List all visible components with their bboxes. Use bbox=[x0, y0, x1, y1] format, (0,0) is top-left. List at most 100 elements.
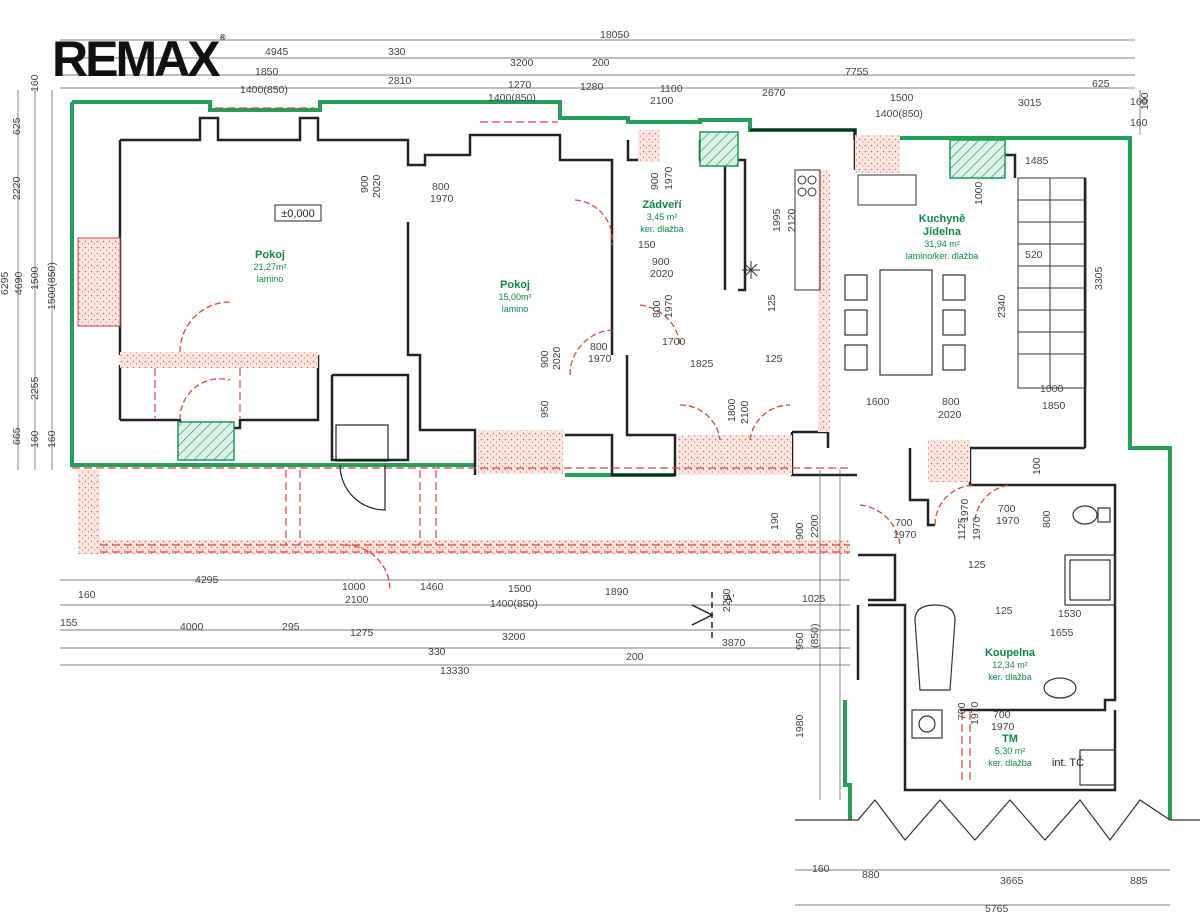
dim-v: 190 bbox=[769, 512, 781, 530]
dimension-texts-horizontal: 18050 4945 330 3200 200 7755 1850 2810 1… bbox=[60, 29, 1148, 915]
dim-h: 3870 bbox=[722, 637, 746, 649]
dim-v: 125 bbox=[766, 294, 778, 312]
room-name-tm: TM bbox=[1002, 733, 1018, 745]
dim-v: 1800 bbox=[726, 398, 738, 422]
dim-h: 1000 bbox=[1040, 383, 1064, 395]
logo-text: REMAX bbox=[52, 31, 221, 87]
section-marker: A' bbox=[725, 593, 734, 605]
dim-h: 125 bbox=[995, 605, 1013, 617]
section-arrow bbox=[691, 592, 714, 640]
dim-v: 800 bbox=[651, 300, 663, 318]
dim-h: 160 bbox=[1130, 96, 1148, 108]
masonry-fills bbox=[77, 130, 970, 554]
dim-h: 150 bbox=[638, 239, 656, 251]
room-floor-zadveri: ker. dlažba bbox=[640, 224, 684, 234]
dim-v: (850) bbox=[809, 623, 821, 648]
dim-h: 200 bbox=[626, 651, 644, 663]
dim-h: 13330 bbox=[440, 665, 469, 677]
dim-v: 1125 bbox=[956, 517, 968, 540]
dim-h: 1825 bbox=[690, 358, 714, 370]
dim-h: 880 bbox=[862, 869, 880, 881]
dim-h: 900 bbox=[652, 256, 670, 268]
dim-v: 2340 bbox=[996, 294, 1008, 318]
dim-h: 4000 bbox=[180, 621, 204, 633]
room-area-tm: 5,30 m² bbox=[995, 746, 1026, 756]
dim-v: 900 bbox=[359, 175, 371, 193]
dim-v: 1970 bbox=[969, 701, 981, 725]
dim-v: 665 bbox=[11, 427, 23, 445]
dim-v: 1995 bbox=[771, 208, 783, 232]
dim-v: 800 bbox=[1041, 510, 1053, 528]
room-floor-tm: ker. dlažba bbox=[988, 758, 1032, 768]
room-floor-pokoj2: lamino bbox=[502, 304, 529, 314]
entrance-door bbox=[335, 424, 389, 511]
dim-h: 2100 bbox=[345, 594, 369, 606]
level-marker-box bbox=[274, 204, 322, 222]
dim-h: 1850 bbox=[1042, 400, 1066, 412]
dim-h: 1400(850) bbox=[490, 598, 538, 610]
dim-h: 1500 bbox=[890, 92, 914, 104]
room-area-pokoj2: 15,00m² bbox=[498, 292, 531, 302]
dimension-texts-vertical: 160 625 2220 6295 4690 1500 1500(850) 22… bbox=[0, 74, 1151, 738]
dim-h: 800 bbox=[942, 396, 960, 408]
room-floor-kuchyne: lamino/ker. dlažba bbox=[906, 251, 979, 261]
dim-v: 2100 bbox=[739, 400, 751, 424]
dim-v: 2020 bbox=[371, 174, 383, 198]
dim-h: 1275 bbox=[350, 627, 374, 639]
dim-h: 1280 bbox=[580, 81, 604, 93]
dim-v: 1000 bbox=[973, 181, 985, 205]
bathroom-fixtures bbox=[911, 505, 1116, 786]
room-name-zadveri: Zádveří bbox=[642, 199, 682, 211]
dim-h: 200 bbox=[592, 57, 610, 69]
dim-v: 1970 bbox=[971, 516, 983, 540]
terrace-outline bbox=[72, 107, 971, 780]
dim-v: 1970 bbox=[663, 294, 675, 318]
dim-h: 700 bbox=[993, 709, 1011, 721]
dim-h: 155 bbox=[60, 617, 78, 629]
dim-h: 2020 bbox=[938, 409, 962, 421]
dim-h: 7755 bbox=[845, 66, 869, 78]
dim-h: 3665 bbox=[1000, 875, 1024, 887]
dim-h: 125 bbox=[968, 559, 986, 571]
dim-h: 1850 bbox=[255, 66, 279, 78]
dim-h: 4295 bbox=[195, 574, 219, 586]
dim-v: 900 bbox=[539, 350, 551, 368]
dim-h: 330 bbox=[428, 646, 446, 658]
dim-h: 1100 bbox=[660, 83, 683, 95]
dim-h: 5765 bbox=[985, 903, 1009, 915]
dim-h: 1025 bbox=[802, 593, 826, 605]
dim-h: 160 bbox=[78, 589, 96, 601]
dim-h: 800 bbox=[432, 181, 450, 193]
dim-v: 625 bbox=[11, 117, 23, 135]
dim-v: 2120 bbox=[786, 208, 798, 232]
dim-v: 1500(850) bbox=[46, 262, 58, 310]
level-marker: ±0,000 bbox=[281, 208, 315, 220]
dim-v: 900 bbox=[794, 522, 806, 540]
room-name-koupelna: Koupelna bbox=[985, 647, 1036, 659]
room-area-pokoj1: 21,27m² bbox=[253, 262, 286, 272]
dim-h: 18050 bbox=[600, 29, 629, 41]
dim-v: 2200 bbox=[809, 514, 821, 538]
dim-v: 1970 bbox=[663, 166, 675, 190]
room-name-kuchyne: Kuchyně bbox=[919, 213, 965, 225]
dim-v: 100 bbox=[1031, 457, 1043, 475]
dim-h: 4945 bbox=[265, 46, 289, 58]
dim-h: 1000 bbox=[342, 581, 366, 593]
dim-v: 2255 bbox=[29, 376, 41, 400]
dim-h: 330 bbox=[388, 46, 406, 58]
dim-h: 700 bbox=[998, 503, 1016, 515]
room-area-kuchyne: 31,94 m² bbox=[924, 239, 960, 249]
dim-h: 1460 bbox=[420, 581, 444, 593]
room-name2-kuchyne: Jídelna bbox=[923, 226, 962, 238]
dim-v: 700 bbox=[956, 702, 968, 720]
dim-h: 2670 bbox=[762, 87, 786, 99]
dim-v: 900 bbox=[649, 172, 661, 190]
room-area-koupelna: 12,34 m² bbox=[992, 660, 1028, 670]
dim-h: 2100 bbox=[650, 95, 674, 107]
dim-h: 2810 bbox=[388, 75, 412, 87]
roof-profile bbox=[795, 799, 1200, 841]
dim-v: 1500 bbox=[29, 266, 41, 290]
dim-h: 1530 bbox=[1058, 608, 1082, 620]
dim-h: 1400(850) bbox=[488, 92, 536, 104]
dim-v: 160 bbox=[29, 430, 41, 448]
